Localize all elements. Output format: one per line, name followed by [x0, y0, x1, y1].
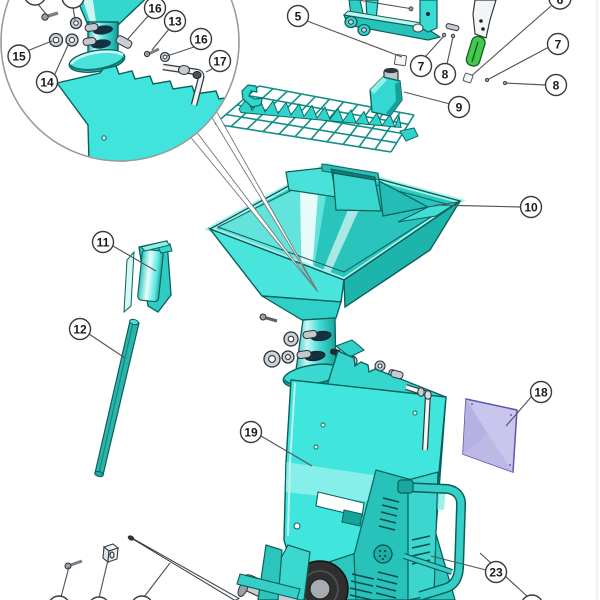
svg-text:23: 23 — [489, 566, 503, 580]
svg-text:13: 13 — [168, 15, 182, 29]
svg-text:7: 7 — [418, 60, 425, 74]
svg-text:16: 16 — [194, 33, 208, 47]
svg-text:16: 16 — [148, 2, 162, 16]
svg-text:17: 17 — [213, 55, 227, 69]
svg-text:11: 11 — [97, 236, 110, 250]
svg-text:5: 5 — [295, 10, 302, 24]
svg-text:18: 18 — [534, 386, 548, 400]
svg-text:19: 19 — [244, 426, 258, 440]
svg-text:9: 9 — [456, 101, 463, 115]
svg-text:8: 8 — [442, 68, 449, 82]
svg-text:6: 6 — [557, 0, 564, 7]
svg-text:7: 7 — [555, 38, 562, 52]
svg-text:15: 15 — [12, 50, 26, 64]
svg-text:14: 14 — [40, 76, 54, 90]
svg-text:10: 10 — [524, 201, 538, 215]
svg-text:12: 12 — [73, 323, 87, 337]
svg-text:8: 8 — [553, 79, 560, 93]
